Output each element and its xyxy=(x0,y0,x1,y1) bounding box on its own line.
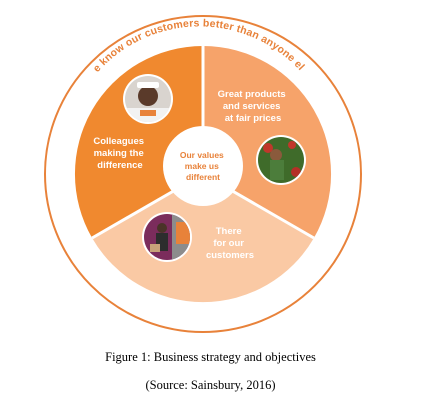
figure-source: (Source: Sainsbury, 2016) xyxy=(145,378,276,392)
segment-label-products: Great products and services at fair pric… xyxy=(218,89,289,124)
produce-worker-photo xyxy=(256,135,306,185)
segment-label-colleagues: Colleagues making the difference xyxy=(93,136,146,171)
center-text: Our values make us different xyxy=(180,150,226,182)
segment-label-customers: There for our customers xyxy=(206,226,254,261)
strategy-wheel-diagram: We know our customers better than anyone… xyxy=(0,0,362,333)
center-circle xyxy=(163,126,243,206)
colleague-portrait-photo xyxy=(123,74,173,124)
delivery-driver-photo xyxy=(142,212,192,262)
figure-caption: Figure 1: Business strategy and objectiv… xyxy=(105,350,316,364)
